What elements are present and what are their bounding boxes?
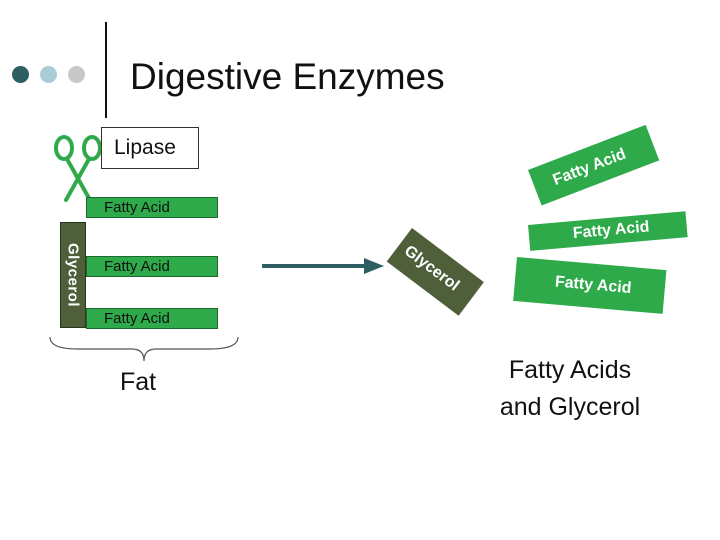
glycerol-label: Glycerol — [64, 242, 82, 308]
products-label: Fatty Acids and Glycerol — [470, 352, 670, 426]
fat-brace — [49, 336, 239, 362]
products-label-line-1: Fatty Acids — [508, 356, 632, 384]
fatty-acid-bar-2: Fatty Acid — [86, 256, 218, 277]
product-fatty-acid-1: Fatty Acid — [528, 124, 660, 206]
fatty-acid-bar-3: Fatty Acid — [86, 308, 218, 329]
arrow-right-icon — [262, 258, 384, 274]
product-fatty-acid-2: Fatty Acid — [528, 211, 688, 251]
fat-label: Fat — [120, 368, 157, 396]
scissors-icon — [54, 135, 102, 202]
page-title: Digestive Enzymes — [130, 56, 445, 97]
product-glycerol: Glycerol — [386, 228, 484, 316]
fatty-acid-bar-1: Fatty Acid — [86, 197, 218, 218]
bullet-dot-2 — [40, 66, 57, 83]
products-label-line-2: and Glycerol — [499, 393, 641, 421]
title-divider — [105, 22, 107, 118]
glycerol-bar — [60, 222, 86, 328]
bullet-dot-3 — [68, 66, 85, 83]
lipase-label: Lipase — [101, 127, 199, 169]
bullet-dot-1 — [12, 66, 29, 83]
product-fatty-acid-3: Fatty Acid — [513, 257, 667, 314]
